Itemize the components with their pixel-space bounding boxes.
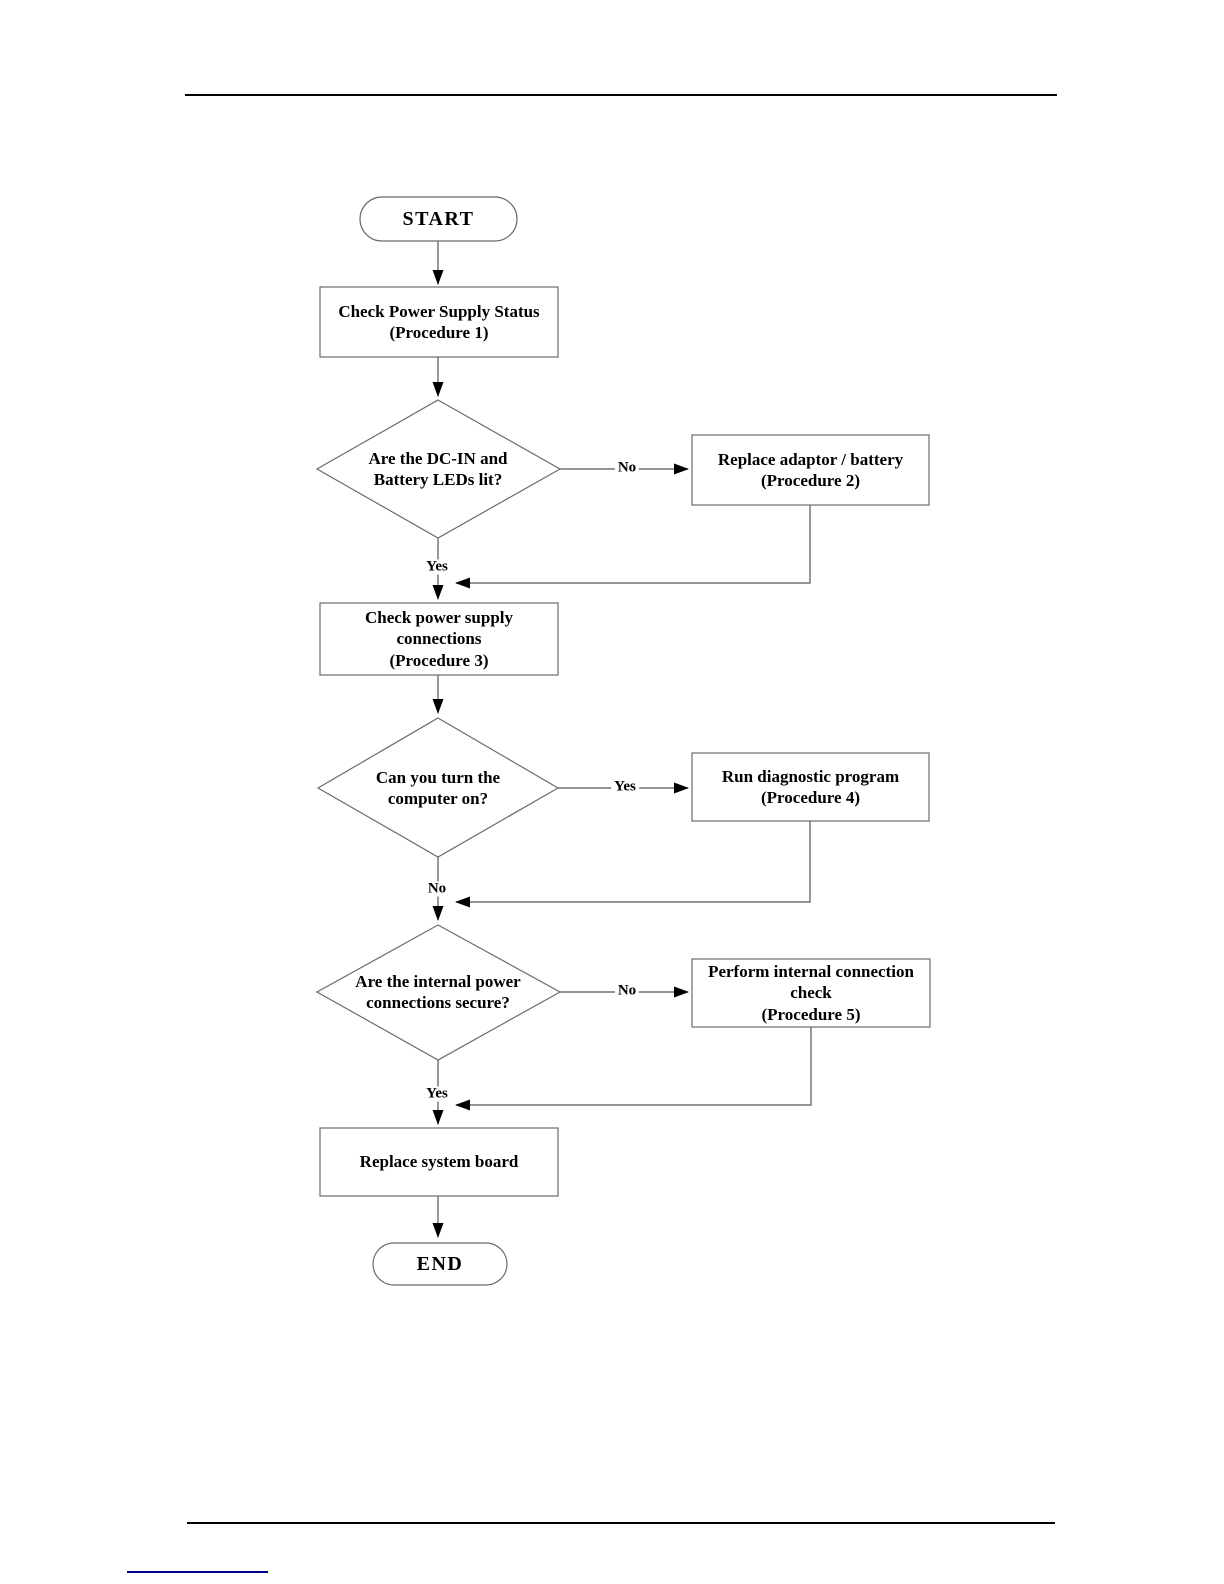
procedure4-box-shape [691,752,930,822]
procedure1-box-shape [319,286,559,358]
replace-system-board-box-shape [319,1127,559,1197]
connector-procedure5-merge [455,1027,812,1111]
decision2-diamond-shape [316,717,560,858]
end-terminator-shape [372,1242,508,1286]
footer-link-underline[interactable] [127,1571,268,1573]
start-terminator-shape [359,196,518,242]
header-rule [185,94,1057,96]
connector-procedure2-merge [455,505,811,589]
procedure3-box-shape [319,602,559,676]
decision3-diamond-shape [315,924,562,1061]
footer-rule [187,1522,1055,1524]
connector-procedure4-merge [455,821,811,908]
procedure5-box-shape [691,958,931,1028]
procedure2-box-shape [691,434,930,506]
decision1-diamond-shape [315,399,562,539]
